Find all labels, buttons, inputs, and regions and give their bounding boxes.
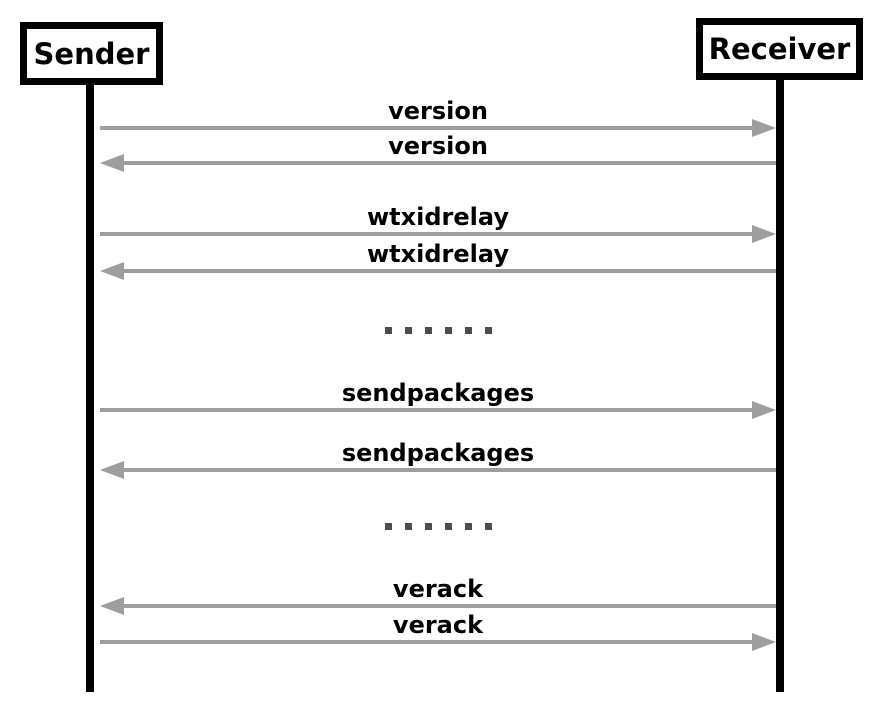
message-arrow-line bbox=[122, 468, 776, 472]
arrowhead-right-icon bbox=[752, 225, 776, 243]
ellipsis-dot bbox=[444, 327, 452, 334]
arrowhead-left-icon bbox=[100, 154, 124, 172]
actor-box-sender: Sender bbox=[20, 22, 163, 85]
actor-label-sender: Sender bbox=[33, 36, 150, 71]
ellipsis-dot bbox=[404, 523, 412, 530]
arrowhead-right-icon bbox=[752, 401, 776, 419]
message-arrow-line bbox=[100, 640, 754, 644]
ellipsis-dot bbox=[444, 523, 452, 530]
actor-label-receiver: Receiver bbox=[708, 32, 851, 66]
arrowhead-left-icon bbox=[100, 262, 124, 280]
message-label: version bbox=[388, 97, 488, 125]
message-label: verack bbox=[392, 575, 484, 603]
arrowhead-left-icon bbox=[100, 461, 124, 479]
lifeline-sender bbox=[86, 85, 94, 692]
message-label: sendpackages bbox=[341, 379, 535, 407]
ellipsis-row bbox=[100, 523, 776, 530]
arrowhead-left-icon bbox=[100, 597, 124, 615]
actor-box-receiver: Receiver bbox=[696, 18, 863, 80]
ellipsis-dot bbox=[404, 327, 412, 334]
message-label: wtxidrelay bbox=[367, 203, 509, 231]
ellipsis-dot bbox=[464, 523, 472, 530]
message-label: verack bbox=[392, 611, 484, 639]
arrowhead-right-icon bbox=[752, 633, 776, 651]
message-arrow-line bbox=[122, 604, 776, 608]
message-label: wtxidrelay bbox=[367, 240, 509, 268]
message-label: sendpackages bbox=[341, 439, 535, 467]
arrowhead-right-icon bbox=[752, 119, 776, 137]
ellipsis-dot bbox=[484, 523, 492, 530]
ellipsis-dot bbox=[484, 327, 492, 334]
ellipsis-dot bbox=[384, 327, 392, 334]
ellipsis-row bbox=[100, 327, 776, 334]
ellipsis-dot bbox=[424, 523, 432, 530]
message-arrow-line bbox=[122, 161, 776, 165]
message-arrow-line bbox=[100, 232, 754, 236]
message-arrow-line bbox=[122, 269, 776, 273]
message-arrow-line bbox=[100, 126, 754, 130]
ellipsis-dot bbox=[464, 327, 472, 334]
message-label: version bbox=[388, 132, 488, 160]
message-arrow-line bbox=[100, 408, 754, 412]
lifeline-receiver bbox=[776, 80, 784, 692]
ellipsis-dot bbox=[424, 327, 432, 334]
ellipsis-dot bbox=[384, 523, 392, 530]
